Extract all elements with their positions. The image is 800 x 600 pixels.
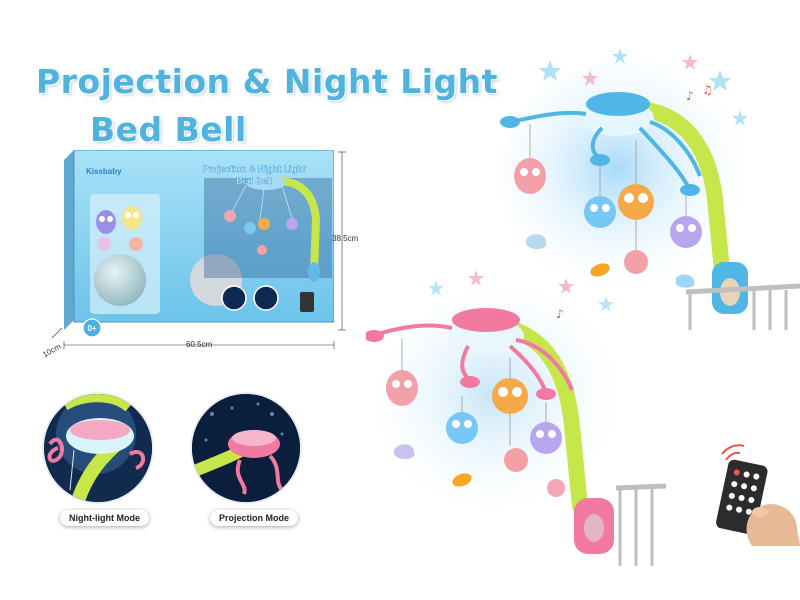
age-badge: [82, 318, 102, 338]
product-package: Kissbaby Projection & Night Light Bed Be…: [64, 149, 335, 340]
projection-mode-photo: [192, 394, 300, 502]
headline-line1: Projection & Night Light: [36, 62, 498, 101]
width-dimension: 60.5cm: [186, 340, 213, 349]
cloud-toy: [526, 234, 547, 250]
height-dimension: 38.5cm: [332, 234, 359, 243]
star-icon: [539, 48, 748, 126]
package-illustration: Kissbaby Projection & Night Light Bed Be…: [64, 149, 335, 338]
projector-dome-teal: [94, 254, 146, 306]
svg-text:♫: ♫: [702, 83, 713, 97]
blue-owl-toy: [584, 196, 616, 228]
owl-toy-1: [96, 210, 116, 234]
blue-owl-toy-2: [446, 412, 478, 444]
pink-bed-bell-mobile: ♪: [366, 270, 666, 566]
night-light-mode-photo: [44, 394, 152, 502]
night-light-mode-label: Night-light Mode: [60, 510, 149, 526]
owl-toy-2: [122, 206, 142, 230]
package-title-line2: Bed Bell: [236, 176, 272, 186]
blue-bed-bell-mobile: ♪ ♫: [500, 48, 800, 330]
remote-control: [716, 444, 800, 546]
pink-owl-toy: [514, 158, 546, 194]
ball-toy: [624, 250, 648, 274]
music-note-icon: ♪: [686, 89, 694, 103]
package-brand: Kissbaby: [86, 167, 122, 176]
pink-owl-toy-2: [386, 370, 418, 406]
orange-owl-toy-2: [492, 378, 528, 414]
age-badge-label: 0+: [87, 324, 96, 333]
purple-owl-toy: [670, 216, 702, 248]
dimension-lines: [51, 151, 346, 349]
orange-owl-toy: [618, 184, 654, 220]
wifi-signal-icon: [721, 444, 745, 461]
headline-line2: Bed Bell: [90, 110, 247, 149]
purple-owl-toy-2: [530, 422, 562, 454]
projection-mode-label: Projection Mode: [210, 510, 299, 526]
package-title-line1: Projection & Night Light: [203, 164, 306, 174]
svg-text:♪: ♪: [556, 307, 564, 321]
